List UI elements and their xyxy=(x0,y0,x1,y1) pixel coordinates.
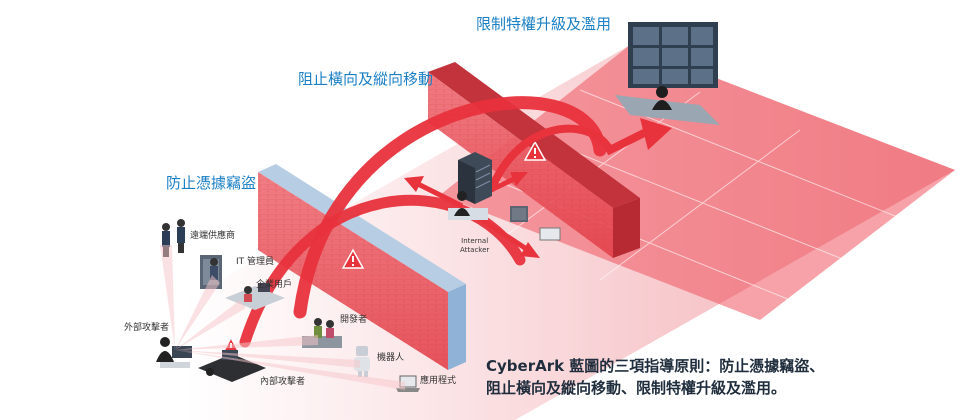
credential-theft-label: 防止憑據竊盜 xyxy=(166,174,257,192)
it-admin-label: IT 管理員 xyxy=(236,257,275,267)
warning-sign-icon xyxy=(341,248,365,269)
internal-attacker-figure xyxy=(448,191,488,220)
privilege-escalation-label: 限制特權升級及濫用 xyxy=(476,15,612,33)
warning-sign-icon xyxy=(523,140,547,161)
caption-line-1: CyberArk 藍圖的三項指導原則：防止憑據竊盜、 xyxy=(486,357,825,375)
application-label: 應用程式 xyxy=(420,376,457,386)
arc-arrowhead-icon xyxy=(640,118,672,150)
laptop-icon xyxy=(539,227,561,241)
lateral-movement-label: 阻止橫向及縱向移動 xyxy=(298,70,434,88)
lateral-movement-wall xyxy=(428,62,640,258)
internal-attacker-label-line1: Internal xyxy=(461,237,489,245)
attack-beams xyxy=(160,245,405,390)
security-operations-center xyxy=(615,22,720,125)
robot-label: 機器人 xyxy=(377,353,405,363)
remote-vendor-label: 遠端供應商 xyxy=(190,231,236,241)
external-attacker-label: 外部攻擊者 xyxy=(124,323,170,333)
caption-line-2: 阻止橫向及縱向移動、限制特權升級及濫用。 xyxy=(486,379,787,397)
internal-attacker-label-line2: Attacker xyxy=(460,246,490,254)
developer-label: 開發者 xyxy=(340,315,368,325)
credential-theft-wall xyxy=(258,164,466,370)
diagram-caption: CyberArk 藍圖的三項指導原則：防止憑據竊盜、 阻止橫向及縱向移動、限制特… xyxy=(486,355,824,399)
enterprise-user-label: 企業用戶 xyxy=(256,280,293,290)
internal-attacker-label: Internal Attacker xyxy=(460,237,489,255)
safe-icon xyxy=(510,206,528,222)
insider-attacker-label: 內部攻擊者 xyxy=(260,377,306,387)
